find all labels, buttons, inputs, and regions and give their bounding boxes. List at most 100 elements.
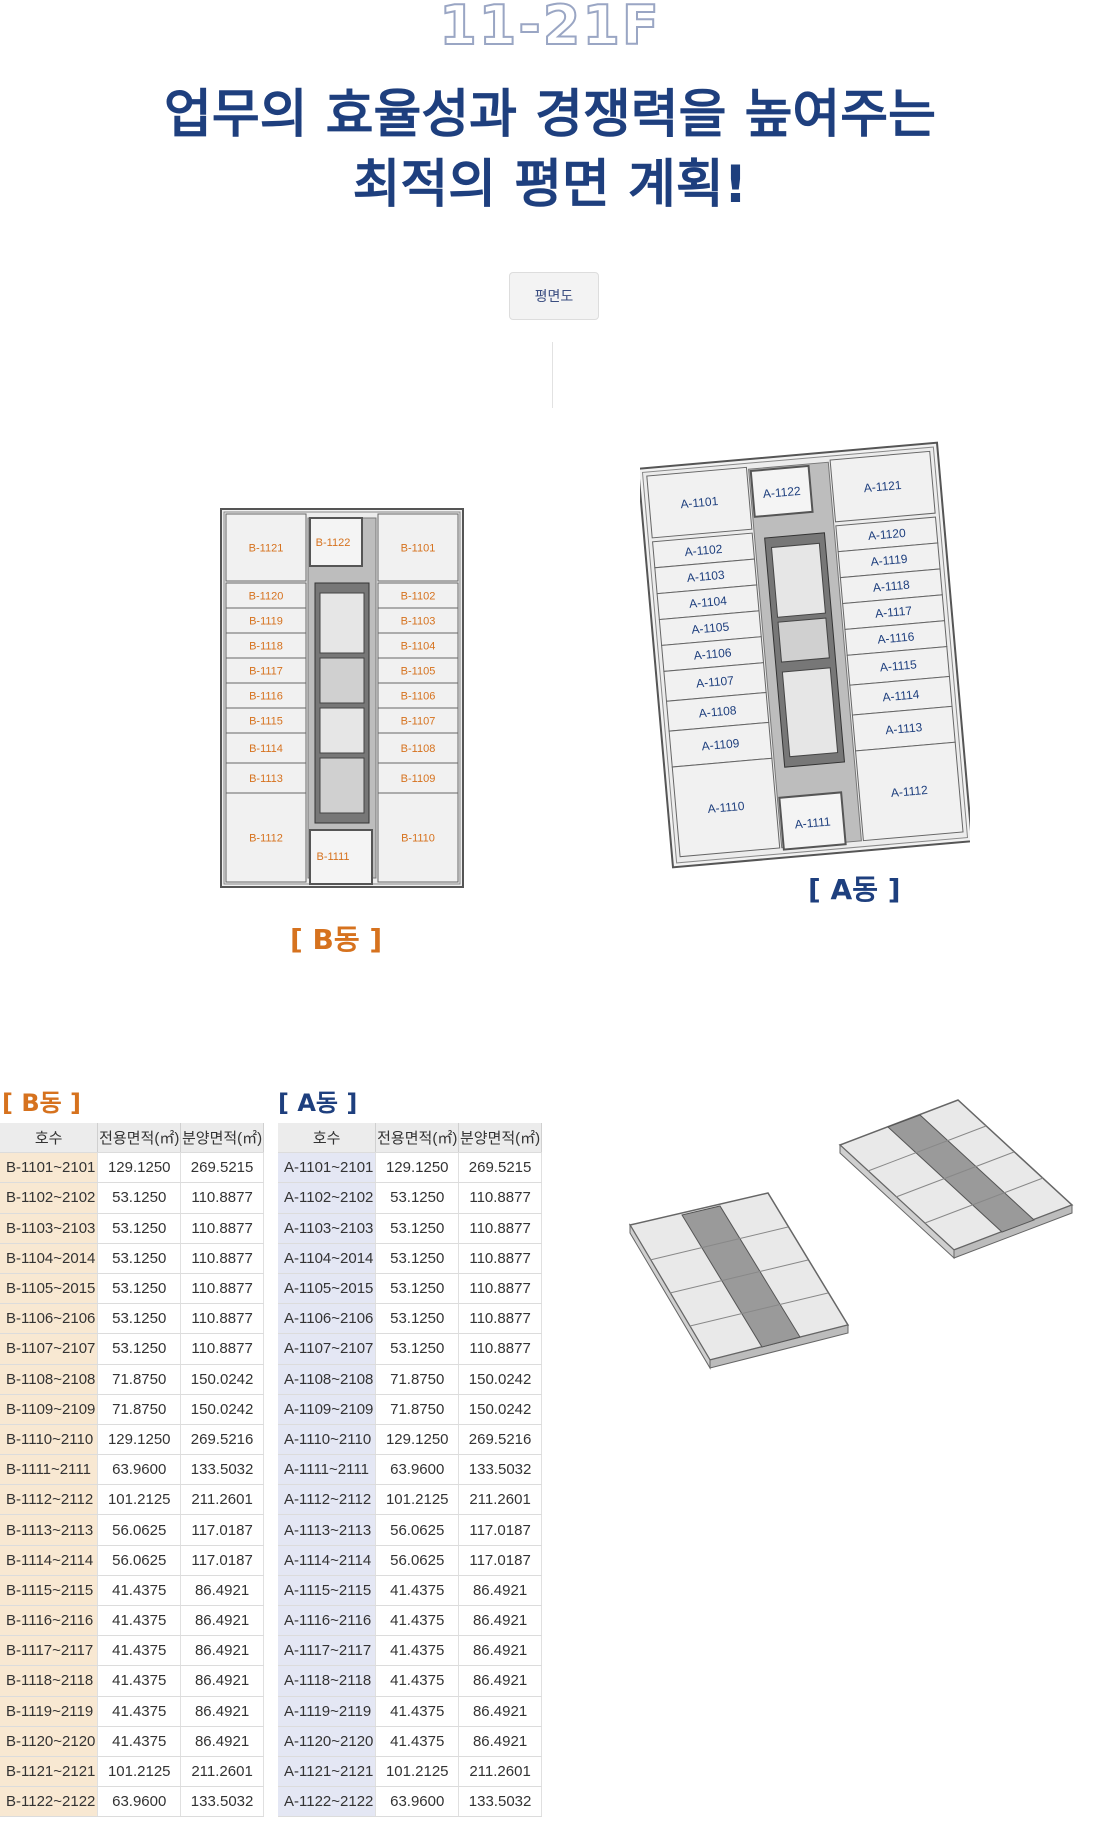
unit-number-cell: B-1105~2015 bbox=[0, 1273, 99, 1305]
unit-label-b-left: B-1115 bbox=[249, 716, 283, 728]
unit-label-b-left: B-1117 bbox=[249, 666, 283, 678]
unit-number-cell: B-1122~2122 bbox=[0, 1786, 99, 1818]
unit-cell-b-right bbox=[377, 582, 459, 609]
unit-cell-b-left bbox=[225, 682, 307, 709]
exclusive-area-cell: 101.2125 bbox=[97, 1756, 182, 1788]
unit-number-cell: B-1109~2109 bbox=[0, 1394, 99, 1425]
unit-number-cell: A-1122~2122 bbox=[278, 1786, 377, 1818]
unit-label-a-right: A-1114 bbox=[882, 687, 920, 704]
unit-label-b-left: B-1114 bbox=[249, 743, 283, 755]
exclusive-area-cell: 71.8750 bbox=[97, 1364, 182, 1395]
tab-floor-plan[interactable]: 평면도 bbox=[509, 272, 599, 320]
unit-number-cell: B-1101~2101 bbox=[0, 1152, 99, 1184]
unit-label-b-right: B-1102 bbox=[401, 591, 436, 603]
unit-cell-a-left bbox=[646, 466, 753, 539]
sale-area-cell: 86.4921 bbox=[180, 1605, 264, 1637]
unit-number-cell: A-1109~2109 bbox=[278, 1394, 377, 1425]
exclusive-area-cell: 41.4375 bbox=[97, 1575, 182, 1607]
unit-cell-b-right bbox=[377, 607, 459, 634]
unit-cell-b-left bbox=[225, 792, 307, 883]
sale-area-cell: 110.8877 bbox=[458, 1243, 542, 1274]
exclusive-area-cell: 56.0625 bbox=[375, 1514, 460, 1546]
sale-area-cell: 110.8877 bbox=[458, 1182, 542, 1214]
unit-number-cell: B-1113~2113 bbox=[0, 1514, 99, 1546]
unit-label-a-left: A-1109 bbox=[701, 736, 740, 753]
unit-cell-b-left bbox=[225, 582, 307, 609]
a-table-title: [ A동 ] bbox=[278, 1089, 358, 1117]
unit-label-b-bottom: B-1111 bbox=[316, 851, 349, 863]
exclusive-area-cell: 53.1250 bbox=[97, 1182, 182, 1214]
exclusive-area-cell: 41.4375 bbox=[375, 1605, 460, 1637]
unit-label-b-right: B-1104 bbox=[401, 641, 436, 653]
sale-area-cell: 86.4921 bbox=[180, 1575, 264, 1607]
unit-number-cell: A-1114~2114 bbox=[278, 1545, 377, 1576]
unit-cell-b-left bbox=[225, 632, 307, 659]
b-right-units: B-1101B-1102B-1103B-1104B-1105B-1106B-11… bbox=[377, 513, 459, 883]
unit-number-cell: B-1114~2114 bbox=[0, 1545, 99, 1576]
unit-label-a-left: A-1101 bbox=[680, 494, 719, 511]
unit-label-a-left: A-1107 bbox=[696, 673, 735, 690]
headline-line-2: 최적의 평면 계획! bbox=[352, 155, 748, 215]
sale-area-cell: 86.4921 bbox=[180, 1665, 264, 1697]
unit-label-b-right: B-1106 bbox=[401, 691, 436, 703]
sale-area-cell: 150.0242 bbox=[458, 1394, 542, 1425]
sale-area-cell: 150.0242 bbox=[180, 1394, 264, 1425]
unit-label-a-right: A-1113 bbox=[885, 720, 923, 737]
unit-number-cell: B-1103~2103 bbox=[0, 1213, 99, 1244]
sale-area-cell: 110.8877 bbox=[180, 1333, 264, 1365]
unit-number-cell: B-1121~2121 bbox=[0, 1756, 99, 1788]
exclusive-area-cell: 129.1250 bbox=[375, 1424, 460, 1456]
exclusive-area-cell: 101.2125 bbox=[375, 1756, 460, 1788]
exclusive-area-cell: 53.1250 bbox=[97, 1303, 182, 1335]
unit-cell-a-right bbox=[829, 450, 936, 523]
unit-number-cell: B-1108~2108 bbox=[0, 1364, 99, 1395]
exclusive-area-cell: 56.0625 bbox=[97, 1514, 182, 1546]
unit-label-b-right: B-1105 bbox=[401, 666, 436, 678]
sale-area-cell: 117.0187 bbox=[180, 1545, 264, 1576]
unit-cell-a-left bbox=[671, 757, 781, 858]
sale-area-cell: 86.4921 bbox=[458, 1726, 542, 1757]
sale-area-cell: 86.4921 bbox=[458, 1696, 542, 1727]
sale-area-cell: 211.2601 bbox=[458, 1756, 542, 1788]
unit-label-a-right: A-1112 bbox=[890, 783, 928, 800]
sale-area-cell: 110.8877 bbox=[180, 1273, 264, 1305]
unit-number-cell: A-1105~2015 bbox=[278, 1273, 377, 1305]
exclusive-area-cell: 71.8750 bbox=[97, 1394, 182, 1425]
unit-number-cell: A-1116~2116 bbox=[278, 1605, 377, 1637]
unit-label-a-left: A-1102 bbox=[684, 542, 723, 559]
unit-label-a-right: A-1119 bbox=[870, 552, 908, 569]
col-header-exclusive-area: 전용면적(㎡) bbox=[375, 1123, 460, 1154]
sale-area-cell: 86.4921 bbox=[180, 1696, 264, 1727]
unit-number-cell: B-1120~2120 bbox=[0, 1726, 99, 1757]
sale-area-cell: 86.4921 bbox=[458, 1635, 542, 1667]
exclusive-area-cell: 101.2125 bbox=[97, 1484, 182, 1516]
unit-label-a-right: A-1121 bbox=[863, 478, 902, 495]
unit-cell-b-right bbox=[377, 792, 459, 883]
unit-number-cell: A-1111~2111 bbox=[278, 1454, 377, 1486]
unit-label-a-right: A-1116 bbox=[877, 629, 915, 646]
exclusive-area-cell: 53.1250 bbox=[375, 1303, 460, 1335]
unit-label-a-left: A-1105 bbox=[691, 620, 730, 637]
unit-label-b-left: B-1116 bbox=[249, 691, 283, 703]
unit-number-cell: B-1107~2107 bbox=[0, 1333, 99, 1365]
unit-cell-b-right bbox=[377, 732, 459, 764]
unit-number-cell: B-1111~2111 bbox=[0, 1454, 99, 1486]
col-header-sale-area: 분양면적(㎡) bbox=[458, 1123, 542, 1154]
exclusive-area-cell: 129.1250 bbox=[97, 1152, 182, 1184]
exclusive-area-cell: 41.4375 bbox=[97, 1696, 182, 1727]
